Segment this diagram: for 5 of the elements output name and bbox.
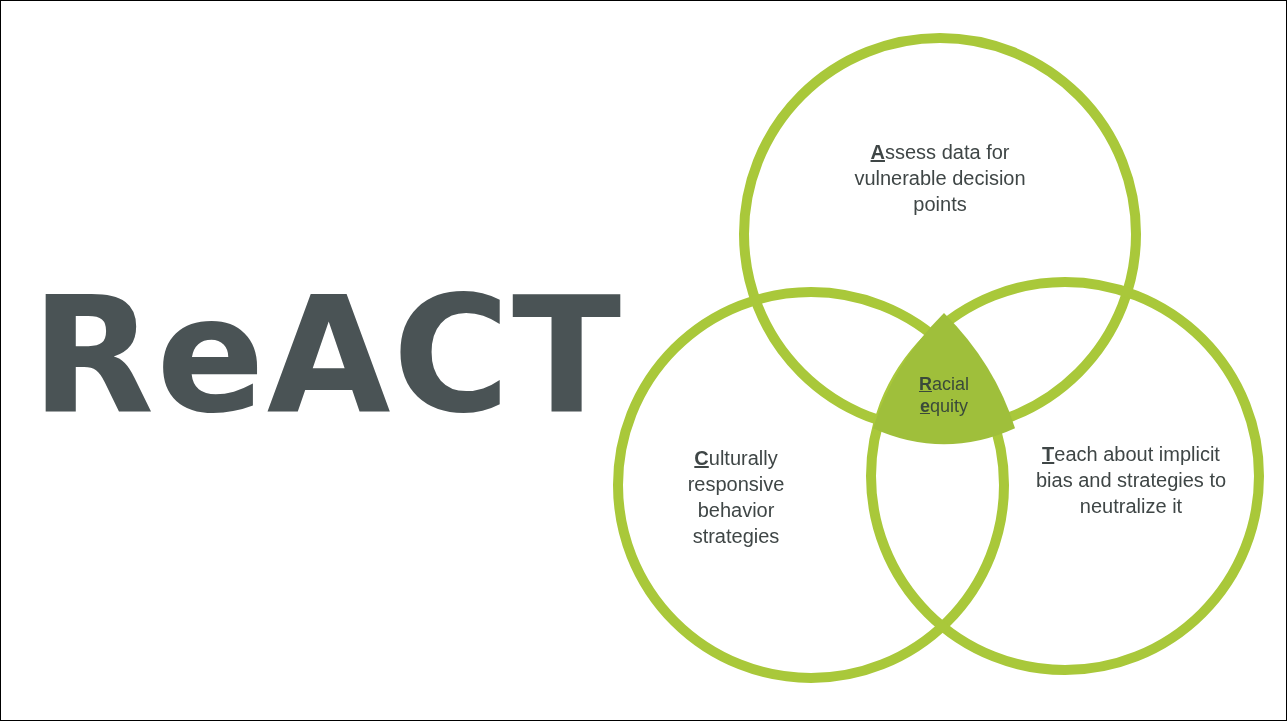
circle-label: Culturally responsive behavior strategies <box>686 446 786 549</box>
circle-label: Teach about implicit bias and strategies to neutralize it <box>1034 442 1228 519</box>
title: ReACT <box>31 276 624 436</box>
center-label: Racial equity <box>918 373 970 417</box>
circle-label: Assess data for vulnerable decision points <box>853 140 1027 217</box>
